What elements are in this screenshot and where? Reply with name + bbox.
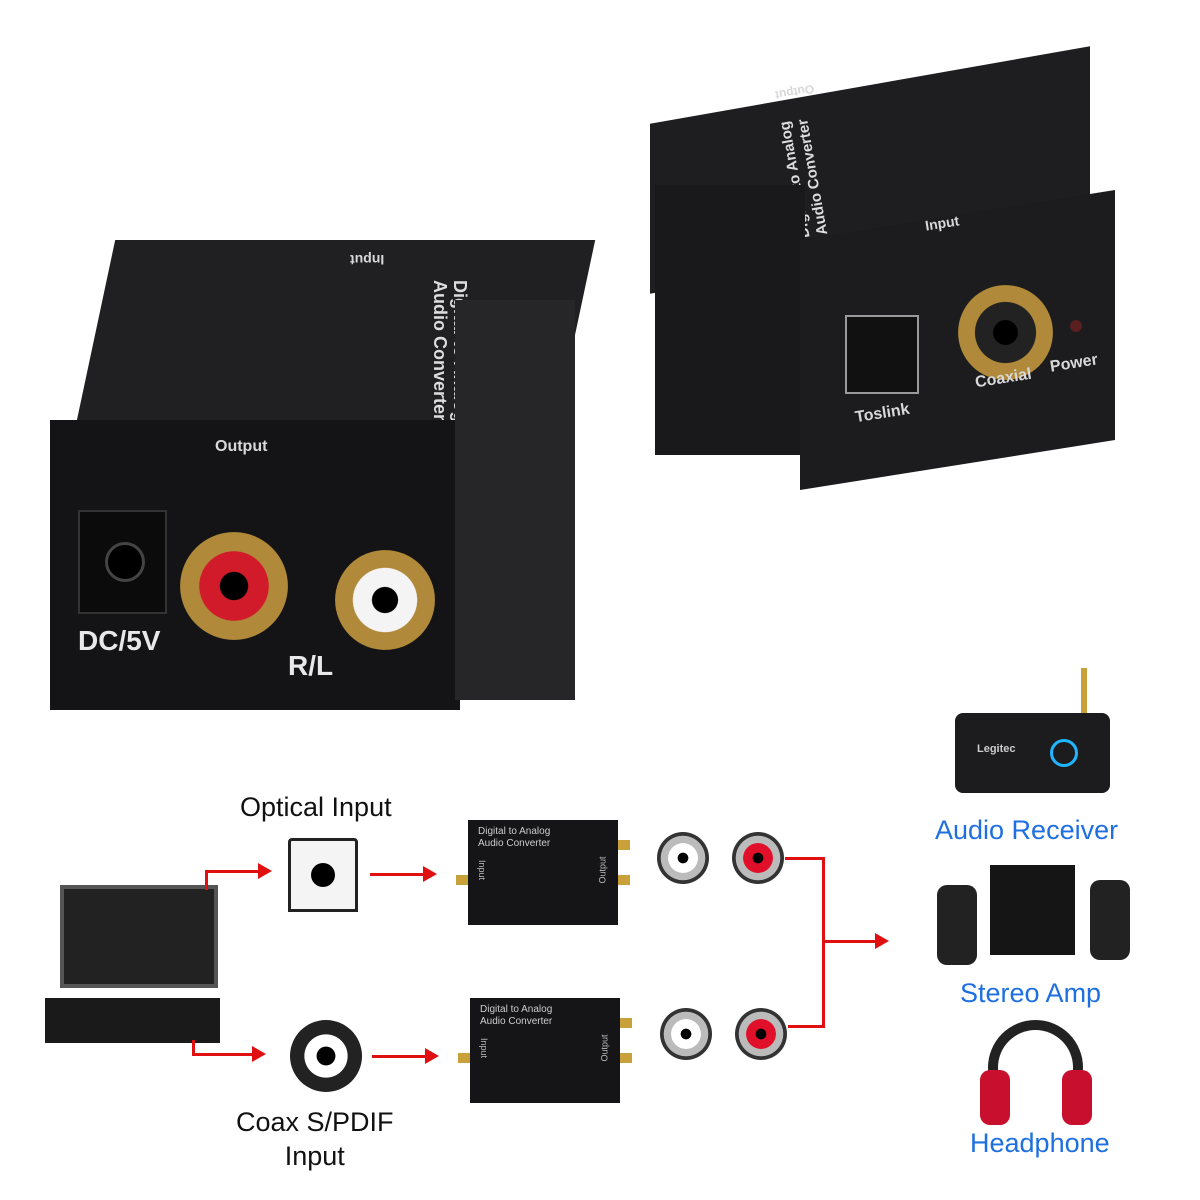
- coax-input-line1: Coax S/PDIF: [236, 1107, 394, 1137]
- power-led: [1070, 320, 1082, 332]
- top-label-line2: Audio Converter: [430, 280, 450, 422]
- audio-receiver-label: Audio Receiver: [935, 815, 1119, 845]
- converter-left: Digital to Analog Audio Converter Input …: [50, 240, 596, 710]
- mini-input-label: Input: [479, 1037, 490, 1059]
- connector-line: [788, 1025, 825, 1028]
- rca-red-icon: [735, 1008, 787, 1060]
- input-label: Input: [350, 252, 385, 268]
- headphone-label: Headphone: [970, 1128, 1110, 1158]
- rca-red-icon: [732, 832, 784, 884]
- arrow: [822, 933, 889, 949]
- mini-output-label: Output: [597, 856, 608, 884]
- rca-white-icon: [660, 1008, 712, 1060]
- coax-input-line2: Input: [284, 1141, 345, 1171]
- receiver-brand-logo: Legitec: [977, 743, 1016, 755]
- tv-icon: [60, 885, 218, 988]
- mini-input-label: Input: [477, 859, 488, 881]
- headphone-icon: [980, 1015, 1095, 1125]
- converter-right: Output Digital to Analog Audio Converter…: [650, 46, 1120, 490]
- optical-input-label: Optical Input: [240, 792, 392, 822]
- rca-jack-white: [335, 550, 435, 650]
- optical-port-icon: [288, 838, 358, 912]
- connector-line: [785, 857, 825, 860]
- coaxial-jack: [958, 285, 1053, 380]
- arrow: [372, 1048, 439, 1064]
- converter-side-face: [655, 185, 805, 455]
- mini-output-label: Output: [599, 1034, 610, 1062]
- converter-side-face: [455, 300, 575, 700]
- arrow: [192, 1046, 266, 1062]
- connector-line: [205, 870, 208, 890]
- rca-white-icon: [657, 832, 709, 884]
- coax-port-icon: [290, 1020, 362, 1092]
- coax-input-label: Coax S/PDIF Input: [236, 1105, 394, 1173]
- arrow: [370, 866, 437, 882]
- audio-receiver-icon: Legitec: [955, 668, 1110, 793]
- dc-jack: [78, 510, 167, 614]
- stereo-amp-icon: [935, 865, 1135, 970]
- rl-label: R/L: [288, 650, 334, 681]
- arrow: [205, 863, 272, 879]
- dvd-player-icon: [45, 998, 220, 1043]
- output-label: Output: [215, 438, 268, 455]
- connector-line: [192, 1040, 195, 1055]
- dc-label: DC/5V: [78, 625, 161, 656]
- rca-jack-red: [180, 532, 288, 640]
- stereo-amp-label: Stereo Amp: [960, 978, 1102, 1008]
- toslink-port: [845, 315, 919, 394]
